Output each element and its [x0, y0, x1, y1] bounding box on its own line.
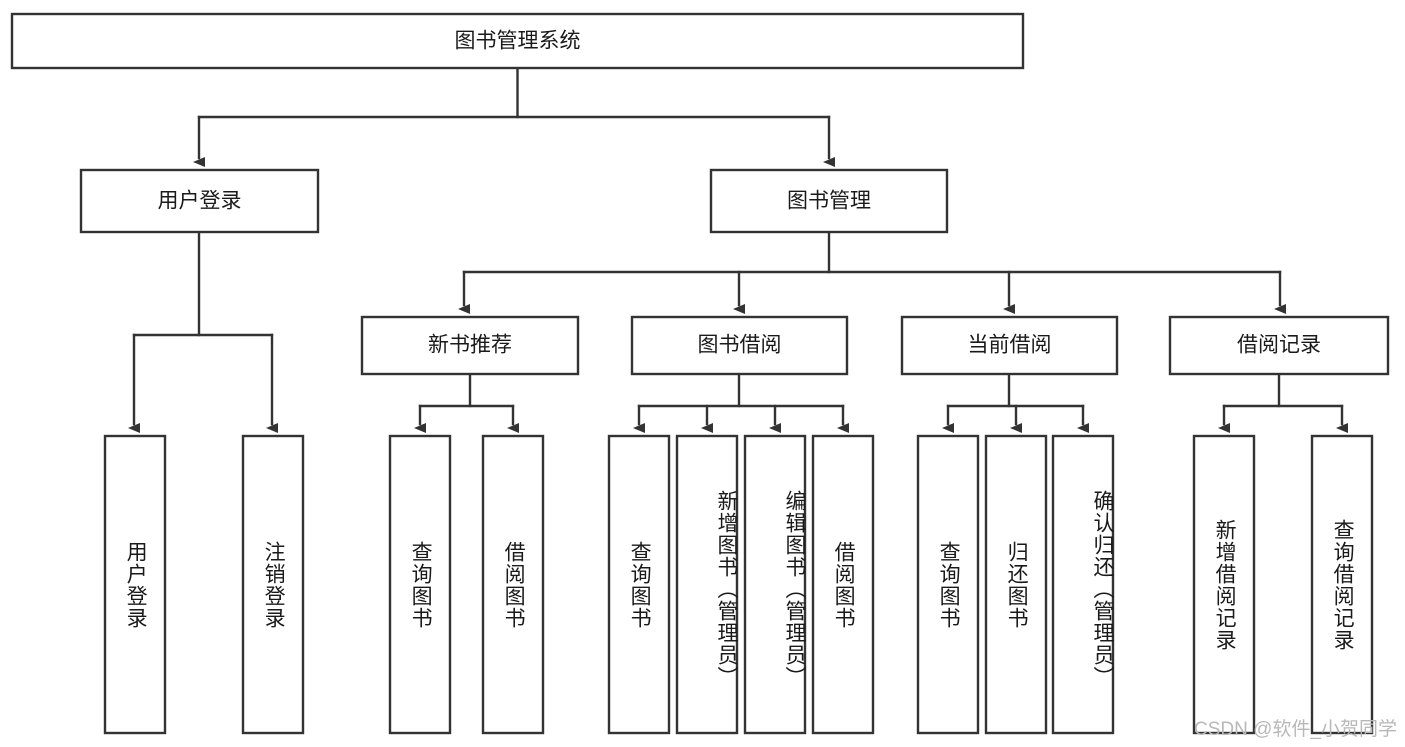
edge-book-management-to-level3 — [458, 230, 1286, 314]
node-leaf-edit-book-admin[interactable] — [743, 434, 807, 735]
edge-book-borrow-to-leaves — [633, 372, 849, 433]
edge-user-login-to-leaves — [128, 230, 278, 433]
node-leaf-confirm-return-admin[interactable] — [1051, 434, 1115, 735]
node-book-borrow-label: 图书借阅 — [698, 334, 782, 357]
node-leaf-add-borrow-record[interactable] — [1192, 434, 1256, 735]
node-leaf-query-book-recommend[interactable] — [388, 434, 452, 735]
node-borrow-record[interactable]: 借阅记录 — [1168, 315, 1390, 376]
node-root-label: 图书管理系统 — [455, 30, 581, 53]
node-leaf-query-book-borrow[interactable] — [607, 434, 671, 735]
node-current-borrow[interactable]: 当前借阅 — [900, 315, 1119, 376]
node-leaf-user-login[interactable] — [103, 434, 167, 735]
node-leaf-return-book[interactable] — [984, 434, 1048, 735]
edge-new-book-recommend-to-leaves — [414, 372, 519, 433]
node-current-borrow-label: 当前借阅 — [968, 334, 1052, 357]
node-new-book-recommend[interactable]: 新书推荐 — [360, 315, 580, 376]
node-leaf-query-borrow-record[interactable] — [1310, 434, 1374, 735]
node-new-book-recommend-label: 新书推荐 — [428, 334, 512, 357]
node-user-login[interactable]: 用户登录 — [79, 168, 320, 234]
node-leaf-query-book-current[interactable] — [916, 434, 980, 735]
edge-borrow-record-to-leaves — [1218, 372, 1348, 433]
node-user-login-label: 用户登录 — [158, 190, 242, 213]
edge-current-borrow-to-leaves — [942, 372, 1089, 433]
edge-root-to-level2 — [193, 66, 835, 167]
leaf-boxes — [103, 434, 1374, 735]
node-leaf-logout-login[interactable] — [241, 434, 305, 735]
csdn-watermark: CSDN @软件_小贺同学 — [1194, 719, 1397, 740]
node-book-management[interactable]: 图书管理 — [709, 168, 949, 234]
node-borrow-record-label: 借阅记录 — [1237, 334, 1321, 357]
node-leaf-borrow-book-recommend[interactable] — [481, 434, 545, 735]
node-root[interactable]: 图书管理系统 — [10, 12, 1025, 70]
node-leaf-borrow-book[interactable] — [811, 434, 875, 735]
node-leaf-add-book-admin[interactable] — [675, 434, 739, 735]
node-book-management-label: 图书管理 — [787, 190, 871, 213]
node-book-borrow[interactable]: 图书借阅 — [630, 315, 849, 376]
